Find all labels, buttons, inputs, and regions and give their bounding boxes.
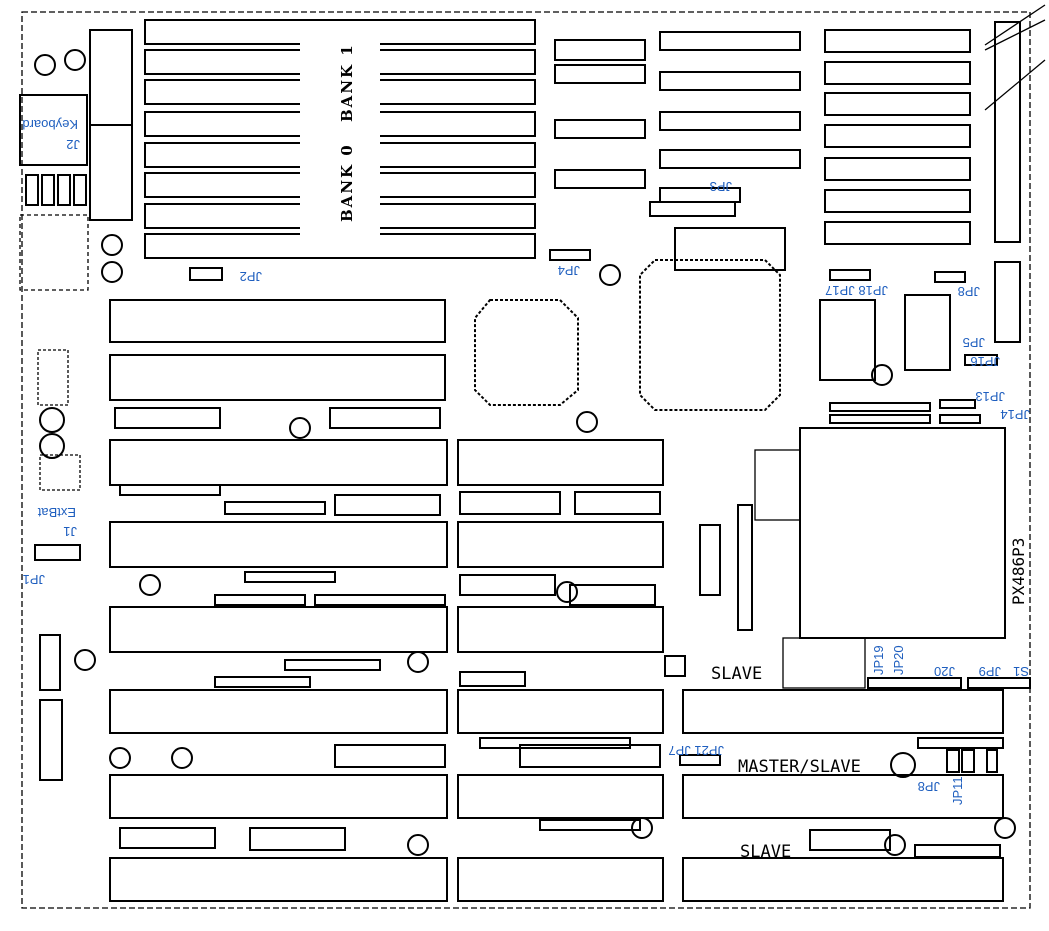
j20-label: J20	[934, 664, 955, 679]
expansion-slots	[109, 439, 1004, 902]
j1-label: J1	[63, 524, 77, 539]
master-slave-label: MASTER/SLAVE	[738, 757, 861, 777]
extbat-label: ExtBat	[37, 505, 76, 520]
jp14-label: JP14	[1000, 407, 1030, 422]
j2-label: J2	[66, 137, 80, 152]
jp8-bottom-label: JP8	[918, 779, 940, 794]
plcc-chip-right	[639, 259, 781, 411]
cache-chips	[554, 21, 1021, 343]
jp3-label: JP3	[710, 179, 732, 194]
jp9-label: JP9	[979, 664, 1001, 679]
board-outline	[21, 11, 1031, 909]
jp17-18-label: JP18 JP17	[825, 283, 888, 298]
s1-label: S1	[1013, 664, 1029, 679]
jp13-label: JP13	[975, 389, 1005, 404]
keyboard-label: Keyboard	[22, 117, 78, 132]
jp5-label: JP5	[963, 335, 985, 350]
jp4-label: JP4	[558, 263, 580, 278]
jp16-label: JP16	[970, 354, 1000, 369]
board-model: PX486P3	[1009, 538, 1028, 605]
bank0-label: BANK 0	[338, 143, 356, 222]
plcc-chip-left	[474, 299, 579, 406]
keyboard-connector	[19, 94, 88, 166]
jp21-jp7-label: JP21 JP7	[668, 743, 724, 758]
jp8-top-label: JP8	[958, 284, 980, 299]
jp2-label: JP2	[240, 269, 262, 284]
jp11-label: JP11	[950, 776, 965, 805]
jp20-label: JP20	[891, 645, 906, 675]
slave-bottom-label: SLAVE	[740, 842, 791, 862]
cpu-socket	[799, 427, 1006, 639]
jp19-label: JP19	[871, 645, 886, 675]
slave-top-label: SLAVE	[711, 664, 762, 684]
jp1-label: JP1	[23, 572, 45, 587]
bank1-label: BANK 1	[338, 43, 356, 122]
